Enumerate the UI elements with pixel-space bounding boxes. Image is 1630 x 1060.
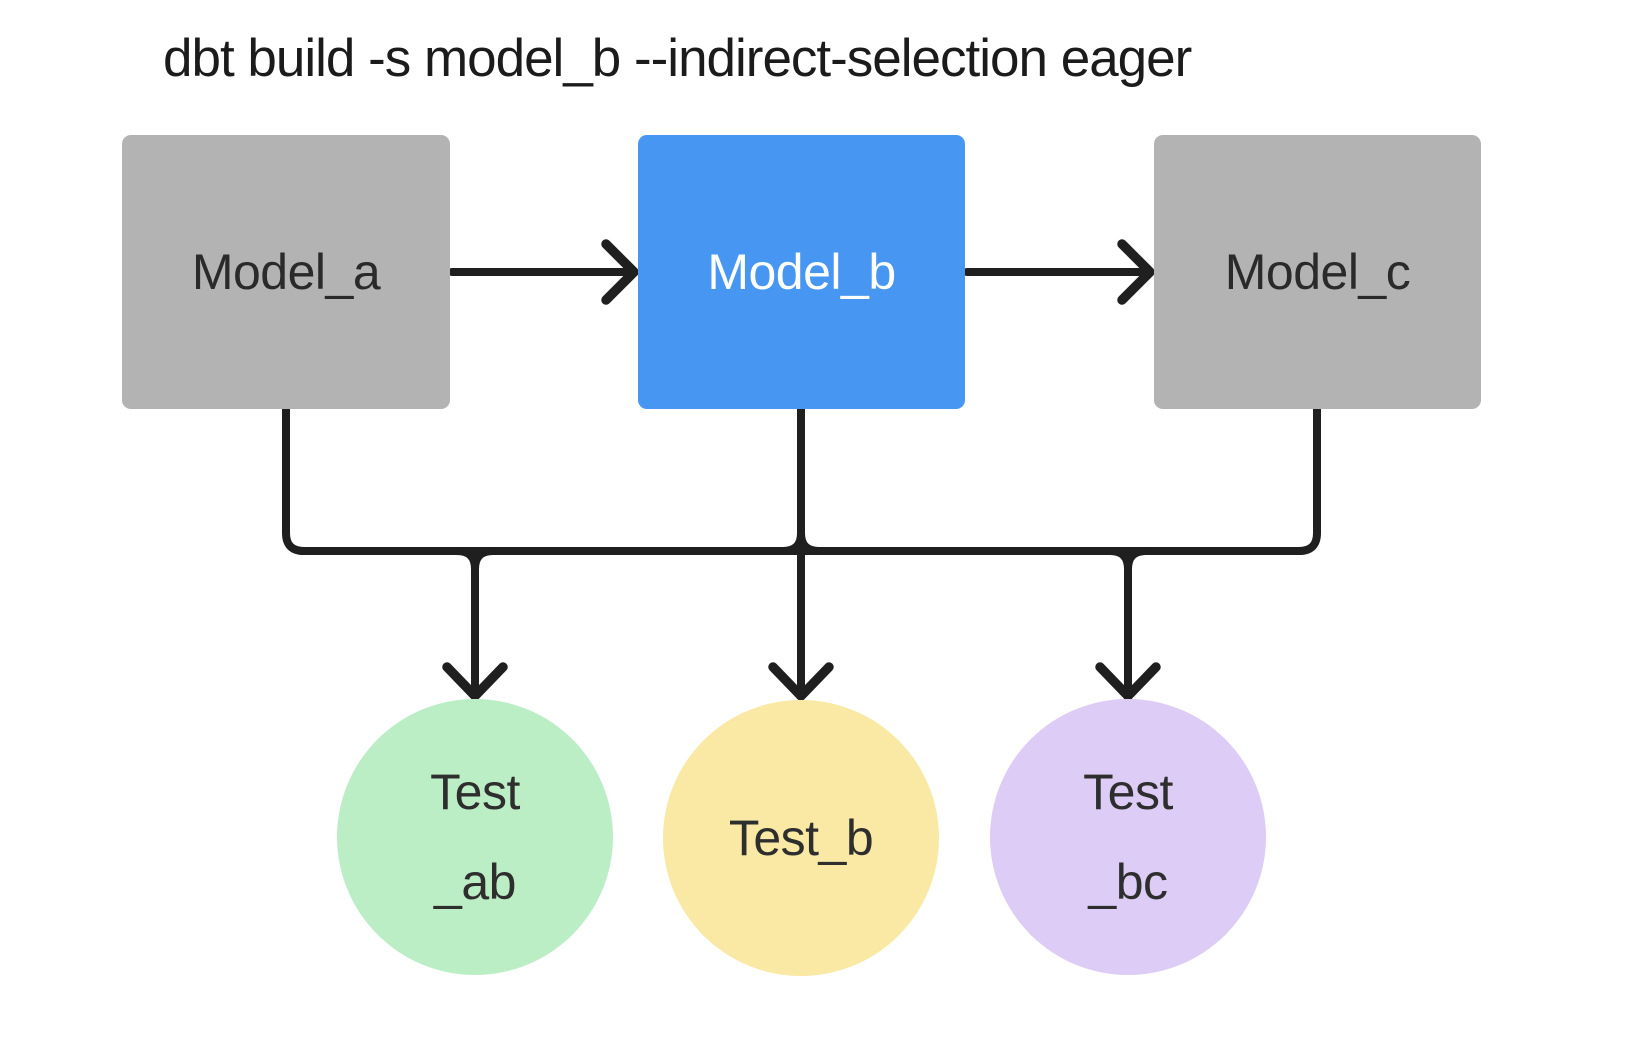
node-test-bc-label: Test _bc: [1083, 764, 1173, 910]
diagram-title: dbt build -s model_b --indirect-selectio…: [163, 29, 1192, 88]
node-test-ab-label: Test _ab: [430, 764, 520, 910]
node-test-b-label: Test_b: [728, 810, 874, 866]
node-test-ab: Test _ab: [337, 699, 613, 975]
fillet-test-bc-right: [1124, 547, 1150, 573]
fillet-crossing-right: [797, 529, 823, 555]
node-test-bc: Test _bc: [990, 699, 1266, 975]
node-model-c-label: Model_c: [1224, 244, 1411, 300]
arrowhead-model-c-icon: [1117, 239, 1155, 305]
arrowhead-test-b-icon: [768, 662, 834, 701]
node-test-b: Test_b: [663, 700, 939, 976]
node-model-a: Model_a: [122, 135, 450, 409]
fillet-test-ab-left: [453, 547, 479, 573]
node-model-b-label: Model_b: [707, 244, 896, 300]
node-model-a-label: Model_a: [191, 244, 381, 300]
node-model-b-selected: Model_b: [638, 135, 965, 409]
node-model-c: Model_c: [1154, 135, 1481, 409]
arrowhead-test-ab-icon: [442, 662, 508, 701]
arrowhead-test-bc-icon: [1095, 662, 1161, 701]
fillet-test-bc-left: [1106, 547, 1132, 573]
fillet-test-ab-right: [471, 547, 497, 573]
edge-model-a-down: [282, 405, 308, 555]
fillet-crossing-left: [779, 529, 805, 555]
arrowhead-model-b-icon: [601, 239, 639, 305]
edge-model-c-down: [1295, 405, 1321, 555]
